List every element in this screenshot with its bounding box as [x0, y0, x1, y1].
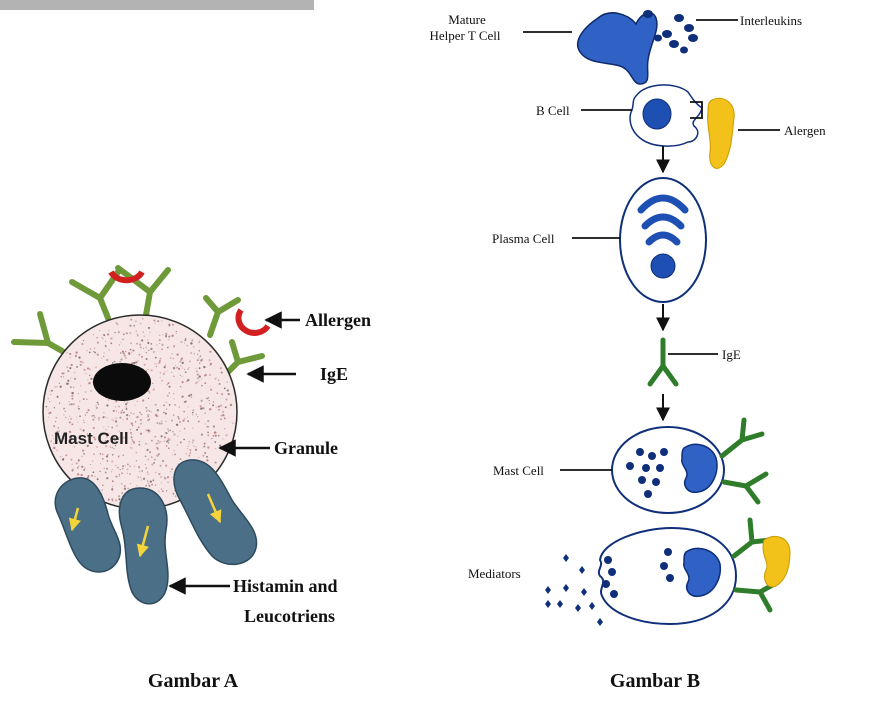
histamin-label-line1: Histamin and: [233, 576, 338, 596]
granule-blob-1: [54, 477, 122, 573]
b-cell-label: B Cell: [536, 103, 570, 118]
mast-cell-label-a: Mast Cell: [54, 429, 129, 448]
b-cell-nucleus: [642, 98, 672, 130]
mediators-diamonds: [545, 554, 603, 626]
mature-label-line2: Helper T Cell: [429, 28, 500, 43]
plasma-cell-er: [637, 194, 689, 246]
b-cell-receptor: [690, 101, 703, 119]
granule-arrows: [68, 493, 222, 558]
plasma-cell-label: Plasma Cell: [492, 231, 555, 246]
plasma-cell-nucleus: [650, 253, 676, 279]
top-gray-bar: [0, 0, 314, 10]
allergen-yellow-degranulating: [762, 536, 791, 588]
ige-antibody-b: [647, 337, 679, 387]
figure-a: Mast Cell Allergen IgE Granule Histamin …: [11, 265, 371, 692]
histamin-label-line2: Leucotriens: [244, 606, 335, 626]
interleukins-label: Interleukins: [740, 13, 802, 28]
mast-cell-nucleus: [93, 363, 151, 401]
degranulating-nucleus: [683, 547, 722, 598]
allergen-red-top: [108, 270, 145, 284]
alergen-label-b: Alergen: [784, 123, 826, 138]
ige-label-b: IgE: [722, 347, 741, 362]
mast-cell-b-nucleus: [681, 443, 718, 494]
interleukins-dots: [643, 10, 698, 54]
mature-label-line1: Mature: [448, 12, 486, 27]
caption-gambar-a: Gambar A: [148, 670, 239, 692]
mast-cell-label-b: Mast Cell: [493, 463, 544, 478]
granule-label-a: Granule: [274, 438, 338, 458]
allergen-red-right: [235, 308, 271, 336]
mast-cell-b-ige: [719, 417, 769, 505]
ige-label-a: IgE: [320, 364, 348, 384]
helper-t-cell: [577, 12, 658, 85]
mediators-label: Mediators: [468, 566, 521, 581]
ige-antibodies-a: [11, 265, 265, 381]
allergen-label-a: Allergen: [305, 310, 371, 330]
allergen-yellow-b: [707, 97, 735, 169]
caption-gambar-b: Gambar B: [610, 670, 700, 692]
mast-cell-b-granules: [626, 448, 668, 498]
degranulating-granules: [602, 548, 674, 598]
figure-b: Mature Helper T Cell Interleukins B Cell…: [429, 10, 826, 692]
